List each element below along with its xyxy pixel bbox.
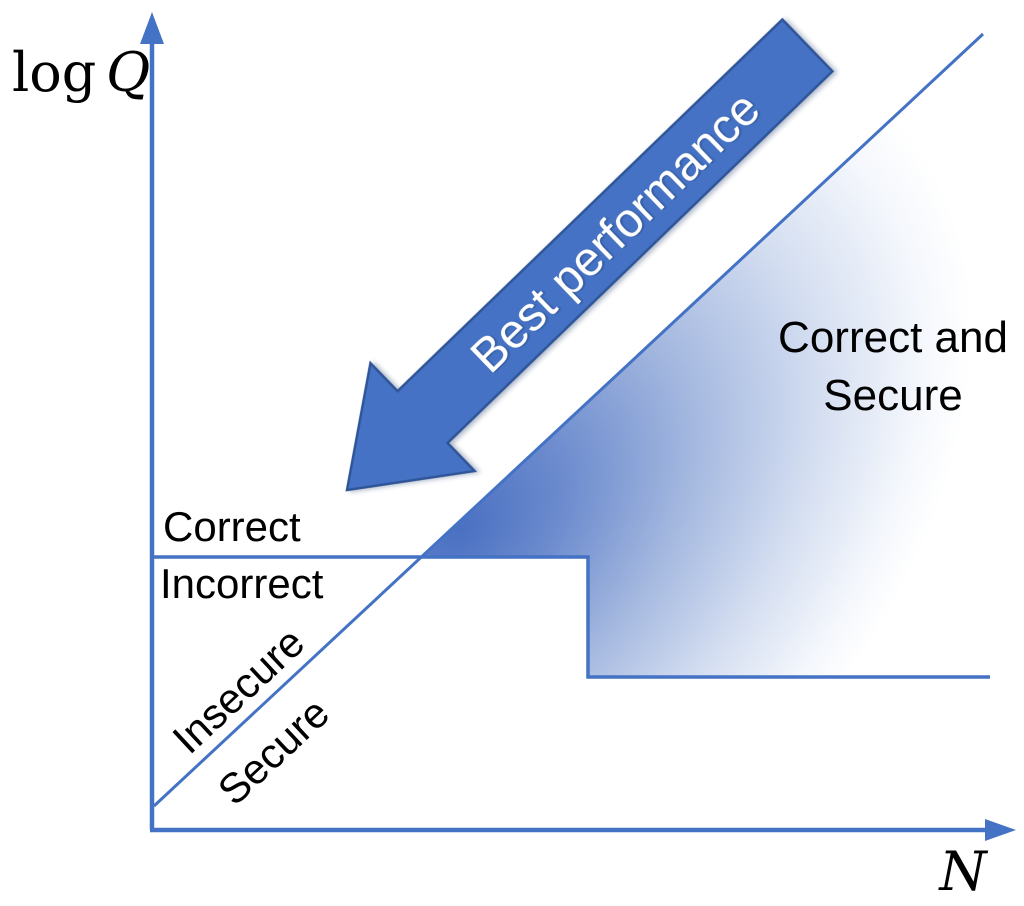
y-axis-label-log: log (12, 41, 96, 104)
block-arrow-shape-icon (345, 17, 835, 492)
security-diagonal-line (152, 32, 985, 808)
y-axis-label-q: Q (106, 41, 150, 104)
correctness-step-line (152, 555, 990, 679)
incorrect-region-label: Incorrect (160, 560, 324, 607)
correct-and-secure-shaded-region (423, 34, 990, 677)
correct-and-secure-label-line2: Secure (823, 371, 962, 420)
x-axis-label-n: N (937, 840, 988, 903)
y-axis-arrowhead-icon (140, 12, 164, 44)
correct-region-label: Correct (163, 503, 301, 550)
x-axis-arrowhead-icon (985, 819, 1016, 841)
correct-and-secure-label-line1: Correct and (778, 313, 1008, 362)
